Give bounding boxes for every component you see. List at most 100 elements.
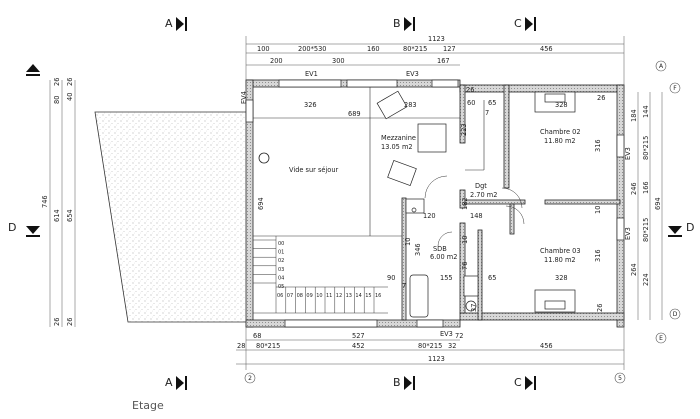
stair-number: 14 xyxy=(355,293,361,299)
top-dim-total: 1123 xyxy=(428,35,445,43)
int-dim-26b: 26 xyxy=(597,94,605,102)
section-B-bottom: B xyxy=(393,376,401,389)
top-dim-167: 167 xyxy=(437,57,450,65)
int-dim-694: 694 xyxy=(257,197,265,210)
int-dim-76: 76 xyxy=(461,262,469,270)
top-dim-300: 300 xyxy=(332,57,345,65)
grid-axis-markers: 2 5 A F D E xyxy=(244,60,681,384)
int-dim-283: 283 xyxy=(404,101,417,109)
window-ev3-right-top-label: EV3 xyxy=(624,147,632,160)
grid-label-A: A xyxy=(659,63,664,70)
int-dim-10c: 10 xyxy=(461,236,469,244)
room-dgt-area: 2.70 m2 xyxy=(470,191,497,199)
top-dim-200x530: 200*530 xyxy=(298,45,326,53)
int-dim-65a: 65 xyxy=(488,99,496,107)
room-mezzanine-area: 13.05 m2 xyxy=(381,143,413,151)
interior-walls xyxy=(401,84,621,321)
top-dim-100: 100 xyxy=(257,45,270,53)
int-dim-7a: 7 xyxy=(485,109,489,117)
bottom-dim-72: 72 xyxy=(455,332,463,340)
int-dim-346: 346 xyxy=(414,243,422,256)
int-dim-326: 326 xyxy=(304,101,317,109)
right-dim-184: 184 xyxy=(630,109,638,122)
section-B-top: B xyxy=(393,17,401,30)
right-dim-694: 694 xyxy=(654,197,662,210)
plan-title: Etage xyxy=(132,399,164,412)
left-dim-746: 746 xyxy=(41,195,49,208)
left-dim-26-bottom: 26 xyxy=(53,318,61,326)
stair-number: 08 xyxy=(297,293,303,299)
room-dgt-name: Dgt xyxy=(475,182,487,190)
room-sdb-name: SDB xyxy=(433,245,447,253)
windows xyxy=(245,79,625,328)
int-dim-316b: 316 xyxy=(594,249,602,262)
right-dim-224: 224 xyxy=(642,273,650,286)
int-dim-689: 689 xyxy=(348,110,361,118)
bottom-dim-68: 68 xyxy=(253,332,261,340)
grid-label-D: D xyxy=(673,311,678,318)
grid-label-2: 2 xyxy=(248,375,252,382)
int-dim-148: 148 xyxy=(470,212,483,220)
stair-number: 01 xyxy=(278,250,284,256)
dimension-lines xyxy=(49,36,663,370)
int-dim-155: 155 xyxy=(440,274,453,282)
right-dim-264: 264 xyxy=(630,263,638,276)
left-dim-40: 40 xyxy=(66,93,74,101)
room-chambre3-name: Chambre 03 xyxy=(540,247,581,255)
stair-number: 15 xyxy=(365,293,371,299)
right-dimensions: 694 184 246 264 144 80*215 166 80*215 22… xyxy=(630,105,662,286)
int-dim-328b: 328 xyxy=(555,274,568,282)
top-dim-127: 127 xyxy=(443,45,456,53)
stair-number: 10 xyxy=(316,293,322,299)
window-ev3-right-bottom-label: EV3 xyxy=(624,227,632,240)
top-dim-80x215: 80*215 xyxy=(403,45,427,53)
window-ev4-label: EV4 xyxy=(240,91,248,104)
window-ev1-label: EV1 xyxy=(305,70,318,78)
stair-number: 16 xyxy=(375,293,381,299)
right-dim-246: 246 xyxy=(630,182,638,195)
stair-post xyxy=(258,152,270,164)
int-dim-328a: 328 xyxy=(555,101,568,109)
stair-number: 13 xyxy=(346,293,352,299)
window-ev3-top-label: EV3 xyxy=(406,70,419,78)
section-A-top: A xyxy=(165,17,173,30)
bottom-dim-456: 456 xyxy=(540,342,553,350)
bottom-dim-527: 527 xyxy=(352,332,365,340)
mezzanine-lines xyxy=(253,87,485,237)
left-dim-80: 80 xyxy=(53,96,61,104)
stair-stringer xyxy=(275,236,388,288)
stair-number: 04 xyxy=(278,275,284,281)
room-sdb-area: 6.00 m2 xyxy=(430,253,457,261)
bottom-dim-28: 28 xyxy=(237,342,245,350)
bottom-dim-32: 32 xyxy=(448,342,456,350)
grid-label-E: E xyxy=(659,335,663,342)
bottom-dim-80x215-left: 80*215 xyxy=(256,342,280,350)
section-D-right: D xyxy=(686,221,694,234)
top-dim-160: 160 xyxy=(367,45,380,53)
left-dim-26b-bottom: 26 xyxy=(66,318,74,326)
staircase xyxy=(253,236,388,314)
int-dim-10b: 10 xyxy=(404,238,412,246)
top-dim-456: 456 xyxy=(540,45,553,53)
bed-chambre-03 xyxy=(534,289,576,313)
left-dim-26b-top: 26 xyxy=(66,78,74,86)
int-dim-182: 182 xyxy=(461,197,469,210)
bed-chambre-02 xyxy=(534,91,576,113)
left-dimensions: 746 26 80 614 26 26 40 654 26 xyxy=(41,78,74,326)
right-dim-166: 166 xyxy=(642,181,650,194)
int-dim-60: 60 xyxy=(467,99,475,107)
left-dim-26-top: 26 xyxy=(53,78,61,86)
stair-number: 00 xyxy=(278,241,284,247)
stair-number: 12 xyxy=(336,293,342,299)
stair-number: 06 xyxy=(277,293,283,299)
top-dim-200: 200 xyxy=(270,57,283,65)
int-dim-90: 90 xyxy=(387,274,395,282)
door-swings xyxy=(424,175,525,247)
top-dimensions: 1123 100 200*530 160 80*215 127 456 200 … xyxy=(257,35,553,65)
grid-label-F: F xyxy=(673,85,677,92)
int-dim-223: 223 xyxy=(460,123,468,136)
room-chambre3-area: 11.80 m2 xyxy=(544,256,576,264)
grid-label-5: 5 xyxy=(618,375,622,382)
mezzanine-furniture xyxy=(376,90,447,187)
